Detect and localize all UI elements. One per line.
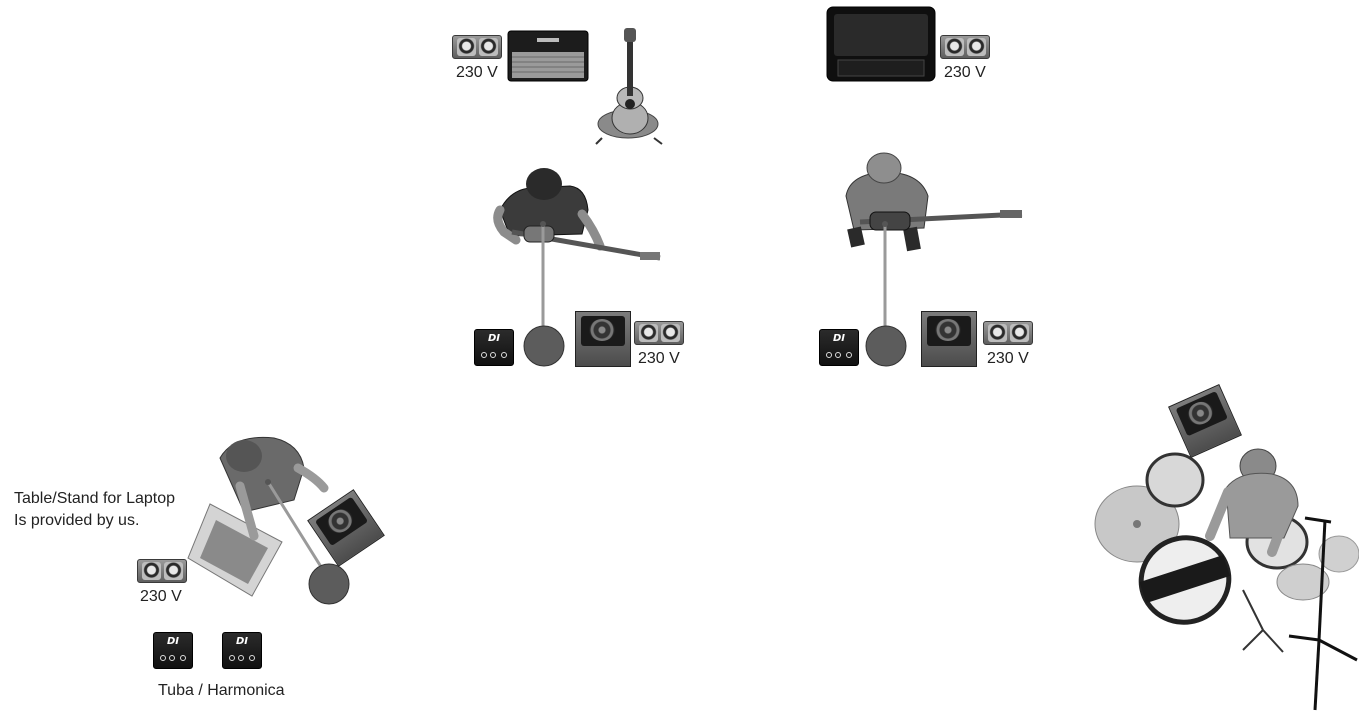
monitor-wedge-icon	[921, 311, 977, 367]
guitar-cabinet-icon	[826, 6, 936, 84]
musician-icon	[1200, 440, 1304, 556]
power-socket-icon	[452, 35, 502, 59]
power-label: 230 V	[140, 587, 182, 606]
guitar-amp-icon	[507, 30, 589, 82]
di-box-icon: DI	[819, 329, 859, 366]
power-label: 230 V	[944, 63, 986, 82]
musician-icon	[490, 160, 662, 264]
di-box-icon: DI	[222, 632, 262, 669]
di-label: Tuba / Harmonica	[158, 681, 285, 700]
monitor-wedge-icon	[575, 311, 631, 367]
di-box-icon: DI	[474, 329, 514, 366]
mic-stand-icon	[523, 220, 567, 368]
mic-stand-icon	[865, 220, 909, 368]
power-socket-icon	[940, 35, 990, 59]
acoustic-guitar-icon	[592, 26, 668, 144]
laptop-note: Is provided by us.	[14, 511, 139, 530]
power-socket-icon	[137, 559, 187, 583]
power-socket-icon	[983, 321, 1033, 345]
power-label: 230 V	[638, 349, 680, 368]
power-label: 230 V	[456, 63, 498, 82]
di-box-icon: DI	[153, 632, 193, 669]
power-socket-icon	[634, 321, 684, 345]
power-label: 230 V	[987, 349, 1029, 368]
laptop-note: Table/Stand for Laptop	[14, 489, 175, 508]
